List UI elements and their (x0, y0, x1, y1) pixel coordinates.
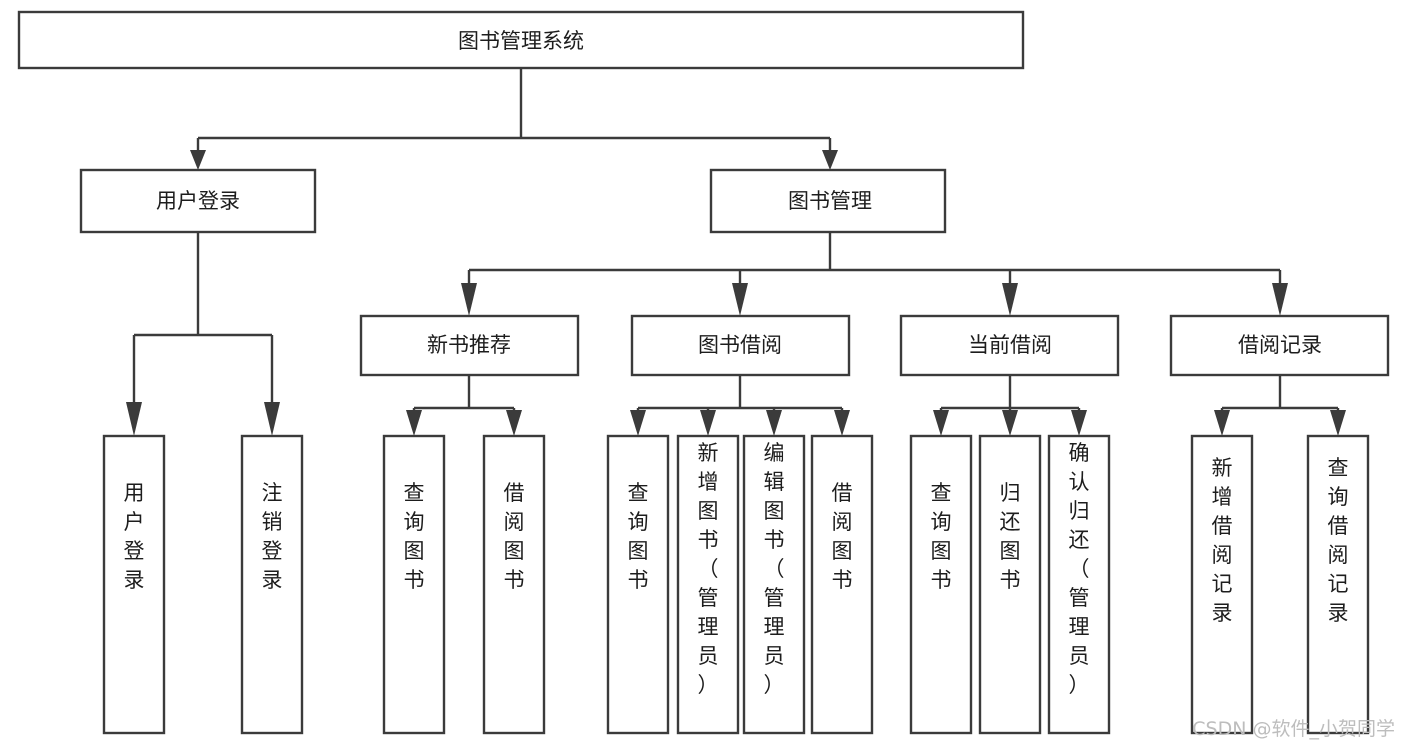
node-root-box[interactable] (17, 10, 1025, 70)
node-leaf-confirm-return[interactable]: 确认归还（管理员） (1047, 434, 1111, 735)
node-leaf-query-book-2[interactable]: 查询图书 (606, 434, 670, 735)
node-leaf-borrow-book-1-label: 借阅图书 (504, 481, 525, 592)
node-book-borrow[interactable]: 图书借阅 (630, 314, 851, 377)
arrow-head-book-borrow (732, 283, 748, 316)
node-borrow-record-label: 借阅记录 (1238, 333, 1322, 357)
node-borrow-record[interactable]: 借阅记录 (1169, 314, 1390, 377)
node-leaf-user-logout[interactable]: 注销登录 (240, 434, 304, 735)
node-book-manage-box[interactable] (709, 168, 947, 234)
node-leaf-query-book-1-box[interactable] (382, 434, 446, 735)
arrow-head-leaf-query-book-1 (406, 410, 422, 436)
node-leaf-return-book-box[interactable] (978, 434, 1042, 735)
node-leaf-confirm-return-box[interactable] (1047, 434, 1111, 735)
node-leaf-query-record-label: 查询借阅记录 (1328, 456, 1349, 625)
arrow-head-borrow-record (1272, 283, 1288, 316)
node-leaf-borrow-book-1-box[interactable] (482, 434, 546, 735)
node-borrow-record-box[interactable] (1169, 314, 1390, 377)
node-leaf-add-book[interactable]: 新增图书（管理员） (676, 434, 740, 735)
node-leaf-add-book-box[interactable] (676, 434, 740, 735)
node-leaf-add-record[interactable]: 新增借阅记录 (1190, 434, 1254, 735)
arrow-head-leaf-add-book (700, 410, 716, 436)
node-new-book-rec-box[interactable] (359, 314, 580, 377)
arrow-head-new-book-rec (461, 283, 477, 316)
arrow-head-leaf-user-logout (264, 402, 280, 436)
node-leaf-query-book-3[interactable]: 查询图书 (909, 434, 973, 735)
arrow-head-leaf-query-book-3 (933, 410, 949, 436)
node-leaf-query-book-1[interactable]: 查询图书 (382, 434, 446, 735)
node-leaf-user-logout-box[interactable] (240, 434, 304, 735)
node-new-book-rec[interactable]: 新书推荐 (359, 314, 580, 377)
arrow-head-leaf-edit-book (766, 410, 782, 436)
node-leaf-add-record-label: 新增借阅记录 (1212, 456, 1233, 625)
node-leaf-user-login-box[interactable] (102, 434, 166, 735)
node-leaf-add-book-label: 新增图书（管理员） (698, 441, 719, 697)
node-leaf-return-book[interactable]: 归还图书 (978, 434, 1042, 735)
node-root-label: 图书管理系统 (458, 29, 584, 53)
node-book-manage-label: 图书管理 (788, 189, 872, 213)
node-user-login-box[interactable] (79, 168, 317, 234)
node-leaf-query-book-3-label: 查询图书 (931, 481, 952, 592)
node-leaf-edit-book-box[interactable] (742, 434, 806, 735)
arrow-head-leaf-return-book (1002, 410, 1018, 436)
node-leaf-borrow-book-1[interactable]: 借阅图书 (482, 434, 546, 735)
node-user-login-label: 用户登录 (156, 189, 240, 213)
node-book-manage[interactable]: 图书管理 (709, 168, 947, 234)
node-leaf-add-record-box[interactable] (1190, 434, 1254, 735)
node-leaf-user-login[interactable]: 用户登录 (102, 434, 166, 735)
node-book-borrow-box[interactable] (630, 314, 851, 377)
node-current-borrow[interactable]: 当前借阅 (899, 314, 1120, 377)
connector-layer (126, 68, 1346, 436)
node-leaf-confirm-return-label: 确认归还（管理员） (1069, 441, 1090, 697)
arrow-head-leaf-add-record (1214, 410, 1230, 436)
node-leaf-query-book-3-box[interactable] (909, 434, 973, 735)
arrow-head-leaf-query-book-2 (630, 410, 646, 436)
node-user-login[interactable]: 用户登录 (79, 168, 317, 234)
node-leaf-borrow-book-2[interactable]: 借阅图书 (810, 434, 874, 735)
node-leaf-query-record-box[interactable] (1306, 434, 1370, 735)
node-leaf-user-logout-label: 注销登录 (262, 481, 283, 592)
node-current-borrow-box[interactable] (899, 314, 1120, 377)
node-book-borrow-label: 图书借阅 (698, 333, 782, 357)
arrow-head-leaf-query-record (1330, 410, 1346, 436)
node-leaf-query-book-2-label: 查询图书 (628, 481, 649, 592)
node-leaf-user-login-label: 用户登录 (124, 481, 145, 592)
node-leaf-edit-book[interactable]: 编辑图书（管理员） (742, 434, 806, 735)
arrow-head-leaf-borrow-book-2 (834, 410, 850, 436)
node-leaf-query-record[interactable]: 查询借阅记录 (1306, 434, 1370, 735)
arrow-head-book-manage (822, 150, 838, 170)
node-leaf-borrow-book-2-label: 借阅图书 (832, 481, 853, 592)
node-root[interactable]: 图书管理系统 (17, 10, 1025, 70)
arrow-head-current-borrow (1002, 283, 1018, 316)
node-leaf-return-book-label: 归还图书 (1000, 481, 1021, 592)
node-leaf-edit-book-label: 编辑图书（管理员） (764, 441, 785, 697)
node-current-borrow-label: 当前借阅 (968, 333, 1052, 357)
arrow-head-leaf-user-login (126, 402, 142, 436)
arrow-head-leaf-confirm-return (1071, 410, 1087, 436)
node-new-book-rec-label: 新书推荐 (427, 333, 511, 357)
node-leaf-query-book-2-box[interactable] (606, 434, 670, 735)
arrow-head-leaf-borrow-book-1 (506, 410, 522, 436)
node-leaf-query-book-1-label: 查询图书 (404, 481, 425, 592)
node-leaf-borrow-book-2-box[interactable] (810, 434, 874, 735)
arrow-head-user-login (190, 150, 206, 170)
